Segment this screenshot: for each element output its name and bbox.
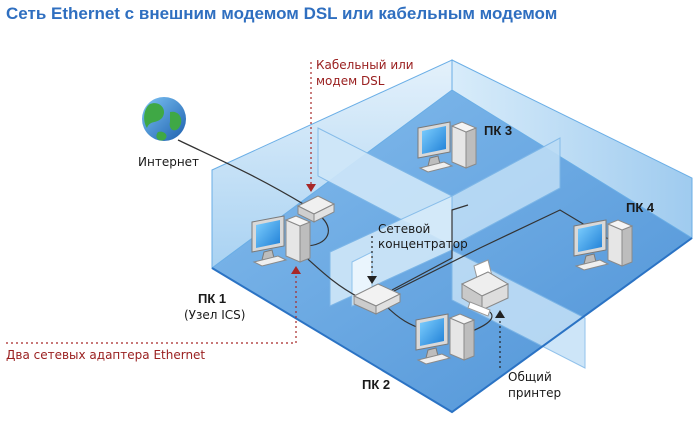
- pc1-sublabel: (Узел ICS): [184, 308, 246, 322]
- front-edge: [211, 237, 693, 414]
- pc2-label: ПК 2: [362, 377, 391, 392]
- diagram-title: Сеть Ethernet с внешним модемом DSL или …: [6, 4, 558, 23]
- printer-annotation-arrow: [495, 310, 505, 318]
- modem-label-line1: Кабельный или: [316, 58, 414, 72]
- modem-label-line2: модем DSL: [316, 74, 385, 88]
- hub-icon: [352, 283, 402, 315]
- printer-label-line1: Общий: [508, 370, 552, 384]
- internet-cable: [177, 139, 306, 206]
- globe-icon: [142, 97, 186, 141]
- pc3-label: ПК 3: [484, 123, 513, 138]
- hub-annotation-arrow: [367, 276, 377, 284]
- pc3-computer-icon: [417, 121, 478, 173]
- modem-icon: [296, 195, 336, 223]
- hub-label-line1: Сетевой: [378, 222, 431, 236]
- pc1-label: ПК 1: [198, 291, 227, 306]
- adapter-annotation-arrow: [291, 266, 301, 274]
- adapter-annotation-line: [6, 272, 297, 344]
- pc2-computer-icon: [415, 313, 476, 365]
- pc1-computer-icon: [251, 215, 312, 267]
- printer-label-line2: принтер: [508, 386, 562, 400]
- modem-annotation-arrow: [306, 184, 316, 192]
- hub-pc3-cable: [391, 204, 469, 291]
- pc4-computer-icon: [573, 219, 634, 271]
- hub-label-line2: концентратор: [378, 237, 468, 251]
- internet-label: Интернет: [138, 155, 200, 169]
- printer-icon: [460, 259, 510, 317]
- adapters-label: Два сетевых адаптера Ethernet: [6, 348, 206, 362]
- pc4-label: ПК 4: [626, 200, 655, 215]
